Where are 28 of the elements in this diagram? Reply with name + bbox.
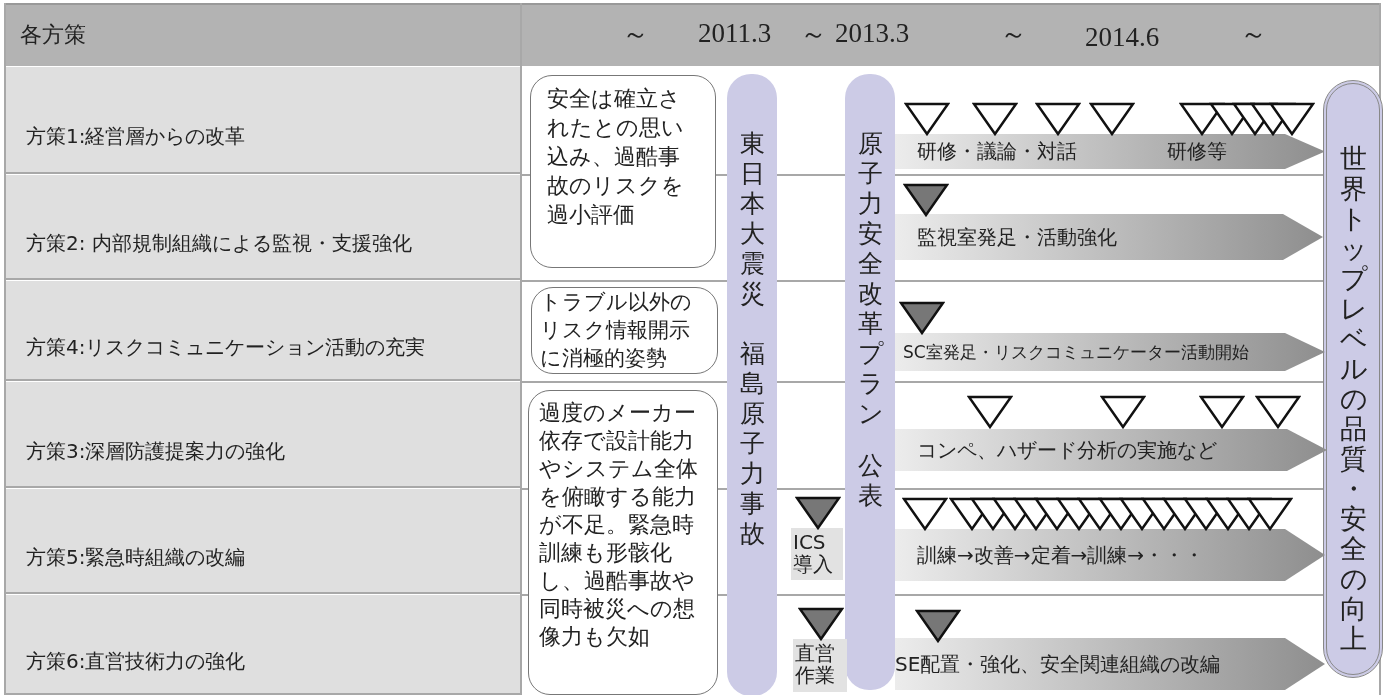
goal-bar: 世界トップレベルの品質・安全の向上 bbox=[1323, 80, 1383, 678]
row-header-cell: 方策3:深層防護提案力の強化 bbox=[6, 382, 520, 488]
event-bar: 東日本大震災 福島原子力事故 bbox=[727, 74, 777, 695]
event-bar: 原子力安全改革プラン 公表 bbox=[845, 74, 895, 690]
date-label: ～ bbox=[800, 18, 827, 51]
callout-box: 過度のメーカー依存で設計能力やシステム全体を俯瞰する能力が不足。緊急時訓練も形骸化し、過酷事故や同時被災への想像力も欠如 bbox=[528, 390, 718, 695]
date-label: 2014.6 bbox=[1085, 22, 1160, 53]
label-box: ICS導入 bbox=[791, 528, 843, 580]
arrow-band: 訓練→改善→定着→訓練→・・・ bbox=[895, 529, 1325, 581]
date-label: ～ bbox=[1240, 18, 1267, 51]
date-label: 2011.3 bbox=[698, 18, 772, 49]
date-label: ～ bbox=[622, 18, 649, 51]
date-label: 2013.3 bbox=[835, 18, 910, 49]
arrow-band: コンペ、ハザード分析の実施など bbox=[895, 429, 1327, 471]
row-header-cell: 方策5:緊急時組織の改編 bbox=[6, 489, 520, 594]
row-header-cell: 方策1:経営層からの改革 bbox=[6, 67, 520, 174]
callout-box: トラブル以外のリスク情報開示に消極的姿勢 bbox=[531, 287, 718, 374]
arrow-band: 監視室発足・活動強化 bbox=[895, 214, 1323, 260]
row-header-cell: 方策6:直営技術力の強化 bbox=[6, 595, 520, 695]
column-header: 各方策 bbox=[20, 21, 86, 49]
row-header-cell: 方策2: 内部規制組織による監視・支援強化 bbox=[6, 175, 520, 280]
arrow-band: SE配置・強化、安全関連組織の改編 bbox=[895, 638, 1325, 690]
row-header-cell: 方策4:リスクコミュニケーション活動の充実 bbox=[6, 281, 520, 381]
date-label: ～ bbox=[1000, 18, 1027, 51]
arrow-band: SC室発足・リスクコミュニケーター活動開始 bbox=[895, 333, 1325, 371]
label-box: 直営作業 bbox=[793, 639, 847, 692]
arrow-band: 研修・議論・対話 研修等 bbox=[895, 134, 1325, 169]
callout-box: 安全は確立されたとの思い込み、過酷事故のリスクを過小評価 bbox=[530, 75, 716, 268]
